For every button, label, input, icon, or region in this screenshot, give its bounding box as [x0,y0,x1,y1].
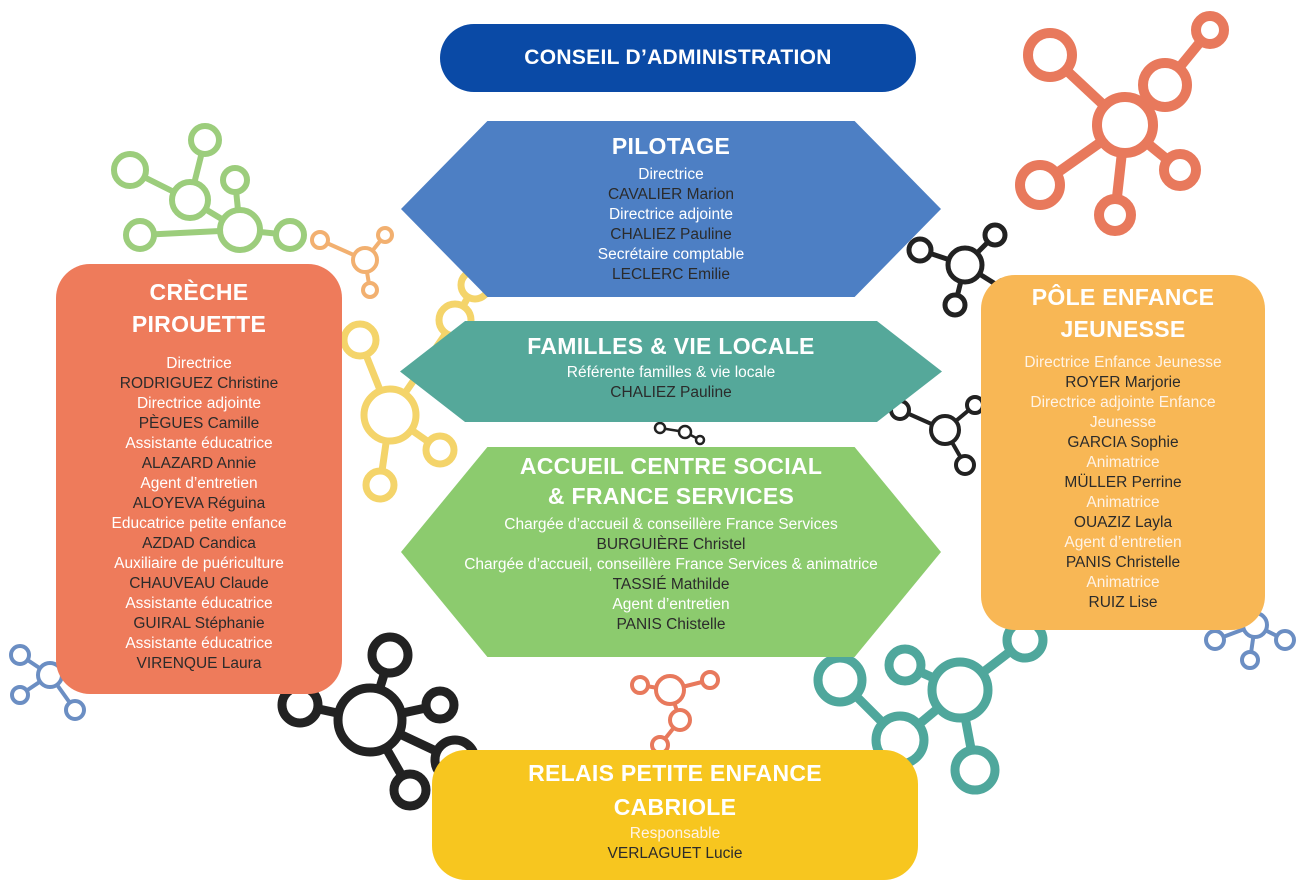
accueil-name: BURGUIÈRE Christel [596,536,746,553]
orange-molecule-icon [1015,11,1229,236]
pole-role: Animatrice [1086,454,1160,471]
creche-role: Directrice adjointe [136,395,262,412]
relais-petite-enfance-box: RELAIS PETITE ENFANCE CABRIOLE Responsab… [432,750,918,880]
green-molecule-icon [111,123,307,253]
familles-role: Référente familles & vie locale [566,364,776,381]
accueil-name: PANIS Chistelle [616,616,726,633]
relais-name: VERLAGUET Lucie [607,845,743,862]
pole-name: PANIS Christelle [1065,554,1181,571]
pilotage-role: Directrice [638,166,704,183]
orange-small-molecule-icon [630,670,720,755]
pilotage-name: LECLERC Emilie [611,266,730,283]
conseil-title: CONSEIL D’ADMINISTRATION [524,46,832,69]
pole-role: Agent d’entretien [1064,534,1182,551]
accueil-role: Chargée d’accueil, conseillère France Se… [464,556,878,573]
accueil-role: Chargée d’accueil & conseillère France S… [504,516,838,533]
creche-name: RODRIGUEZ Christine [119,375,279,392]
accueil-france-services-box: ACCUEIL CENTRE SOCIAL & FRANCE SERVICES … [401,447,941,657]
pole-name: MÜLLER Perrine [1064,474,1182,491]
creche-title-line1: CRÈCHE [149,279,249,305]
creche-role: Agent d’entretien [140,475,258,492]
pole-role: Directrice adjointe Enfance [1030,394,1216,411]
pole-enfance-jeunesse-box: PÔLE ENFANCE JEUNESSE Directrice Enfance… [981,275,1265,630]
creche-role: Assistante éducatrice [125,635,273,652]
relais-title-line1: RELAIS PETITE ENFANCE [528,760,822,786]
pole-role: Animatrice [1086,494,1160,511]
pole-title-line1: PÔLE ENFANCE [1031,284,1215,310]
creche-role: Auxiliaire de puériculture [114,555,284,572]
creche-name: ALOYEVA Réguina [132,495,266,512]
familles-vie-locale-box: FAMILLES & VIE LOCALE Référente familles… [400,321,942,422]
creche-role: Assistante éducatrice [125,435,273,452]
creche-name: PÈGUES Camille [138,415,260,432]
creche-role: Educatrice petite enfance [111,515,287,532]
pole-name: ROYER Marjorie [1065,374,1181,391]
pilotage-role: Secrétaire comptable [597,246,745,263]
blue-molecule-icon [9,611,1296,721]
pilotage-name: CAVALIER Marion [607,186,735,203]
pole-title-line2: JEUNESSE [1060,316,1186,342]
small-orange-molecule-icon [310,226,394,299]
pilotage-title: PILOTAGE [611,133,731,159]
creche-role: Directrice [166,355,232,372]
accueil-title-line2: & FRANCE SERVICES [547,483,795,509]
black-big-molecule-icon [277,632,480,811]
pole-role: Jeunesse [1089,414,1157,431]
tiny-molecule-icon [653,421,706,446]
creche-title-line2: PIROUETTE [131,311,267,337]
pole-name: OUAZIZ Layla [1073,514,1173,531]
black-molecule-icon [889,395,985,476]
creche-name: CHAUVEAU Claude [129,575,269,592]
relais-title-line2: CABRIOLE [613,794,737,820]
pilotage-name: CHALIEZ Pauline [610,226,732,243]
accueil-title-line1: ACCUEIL CENTRE SOCIAL [519,453,823,479]
conseil-administration-box: CONSEIL D’ADMINISTRATION [440,24,916,92]
creche-name: VIRENQUE Laura [136,655,262,672]
pole-name: RUIZ Lise [1088,594,1158,611]
creche-name: AZDAD Candica [142,535,256,552]
familles-name: CHALIEZ Pauline [610,384,732,401]
pilotage-box: PILOTAGE Directrice CAVALIER Marion Dire… [401,121,941,297]
creche-pirouette-box: CRÈCHE PIROUETTE Directrice RODRIGUEZ Ch… [56,264,342,694]
creche-name: ALAZARD Annie [141,455,257,472]
creche-name: GUIRAL Stéphanie [133,615,265,632]
accueil-role: Agent d’entretien [612,596,730,613]
familles-title: FAMILLES & VIE LOCALE [527,333,815,359]
relais-role: Responsable [629,825,721,842]
teal-molecule-icon [813,617,1048,795]
creche-role: Assistante éducatrice [125,595,273,612]
pilotage-role: Directrice adjointe [608,206,734,223]
accueil-name: TASSIÉ Mathilde [612,576,730,593]
pole-name: GARCIA Sophie [1067,434,1179,451]
pole-role: Directrice Enfance Jeunesse [1024,354,1222,371]
pole-role: Animatrice [1086,574,1160,591]
